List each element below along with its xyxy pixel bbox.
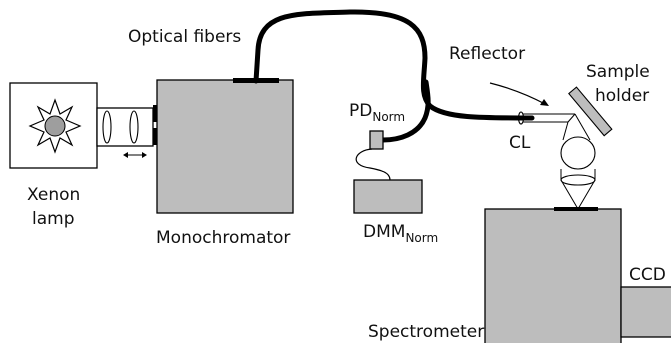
lens-icon — [129, 110, 139, 144]
collimating-lens-icon — [517, 111, 525, 125]
monochromator-label: Monochromator — [156, 228, 290, 248]
xenon-lamp-label-line1: Xenon — [27, 185, 80, 205]
fiber-connector — [233, 78, 279, 83]
sample-holder — [568, 86, 613, 137]
optical-fibers-label: Optical fibers — [128, 27, 241, 47]
dmm-norm-label: DMMNorm — [363, 222, 438, 245]
pd-sub: Norm — [372, 110, 405, 124]
ccd-box — [620, 286, 671, 338]
focusing-lens-icon — [560, 174, 596, 186]
sample-holder-label-line2: holder — [595, 86, 649, 106]
cl-label: CL — [509, 133, 531, 153]
sample-holder-label-line1: Sample — [586, 62, 650, 82]
entrance-slit — [554, 207, 598, 211]
dmm-main: DMM — [363, 222, 405, 242]
double-arrow-icon — [123, 152, 147, 158]
arrow-head-icon — [540, 99, 549, 106]
monochromator-box — [156, 79, 294, 214]
optical-fiber — [380, 79, 431, 143]
objective-lens-icon — [560, 136, 596, 170]
lens-icon — [102, 110, 112, 144]
spectrometer-box — [484, 208, 622, 343]
slit-icon — [153, 105, 157, 122]
pd-cable — [355, 148, 391, 181]
dmm-sub: Norm — [405, 231, 438, 245]
optical-fiber — [253, 9, 535, 121]
pd-norm-label: PDNorm — [349, 101, 405, 124]
reflector-arrow — [489, 82, 546, 105]
spectrometer-label: Spectrometer — [368, 322, 484, 342]
lamp-bulb-icon — [28, 98, 82, 154]
pd-main: PD — [349, 101, 372, 121]
xenon-lamp-label-line2: lamp — [32, 209, 75, 229]
slit-icon — [153, 128, 157, 145]
dmm-norm-box — [353, 179, 423, 214]
ccd-label: CCD — [629, 265, 666, 285]
reflector-label: Reflector — [449, 44, 525, 64]
photodiode-norm — [369, 130, 384, 150]
lens-tube — [96, 107, 154, 147]
